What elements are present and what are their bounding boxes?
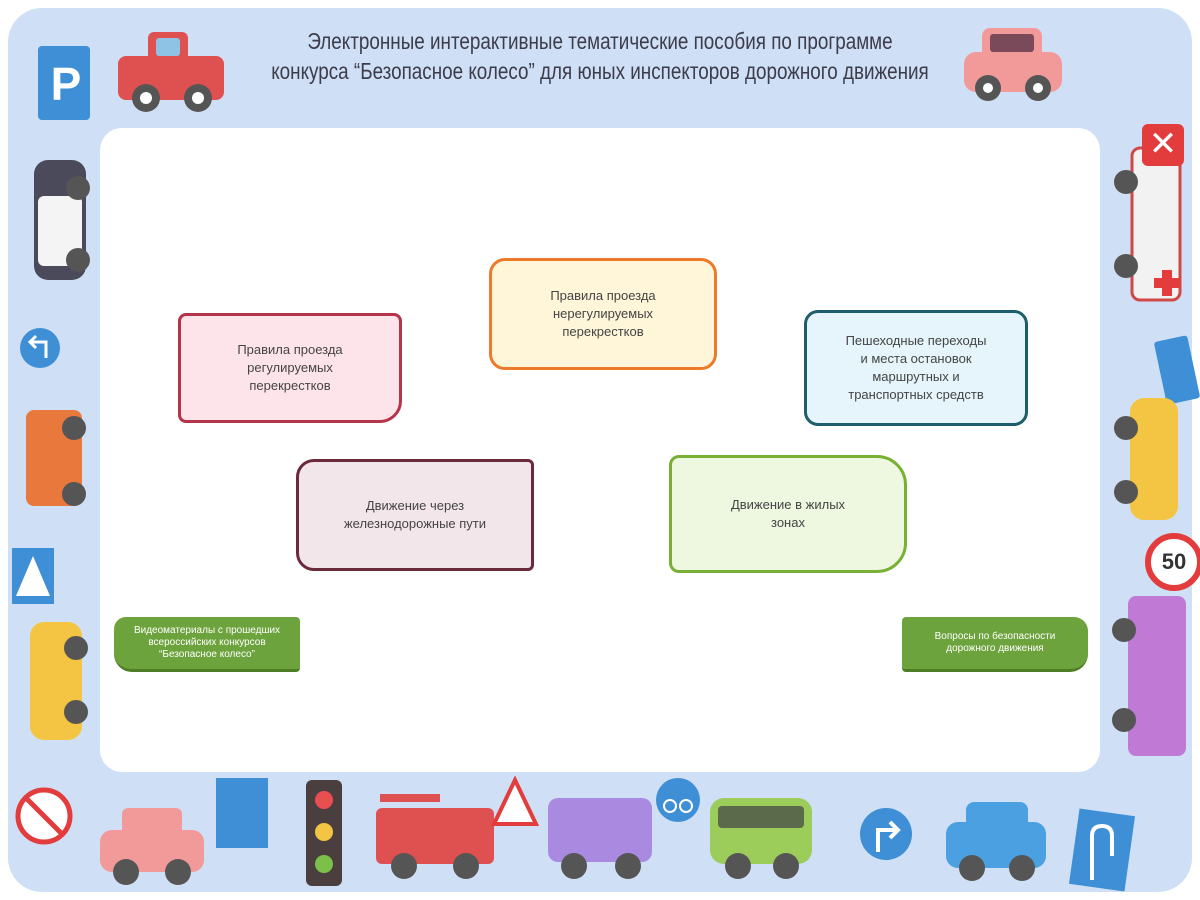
title-line-2: конкурса “Безопасное колесо” для юных ин… xyxy=(271,58,929,84)
close-button[interactable]: ✕ xyxy=(1142,124,1184,166)
topic-label: Движение в жилых зонах xyxy=(730,497,846,530)
ambulance-icon xyxy=(1114,146,1182,302)
safety-questions-button[interactable]: Вопросы по безопасности дорожного движен… xyxy=(902,617,1088,672)
turn-left-sign-icon xyxy=(20,328,60,368)
purple-van-icon xyxy=(1112,596,1186,756)
speed-limit-sign-icon xyxy=(1145,533,1200,591)
topic-unregulated-intersections[interactable]: Правила проезда нерегулируемых перекрест… xyxy=(489,258,717,370)
blue-car-icon xyxy=(946,802,1046,881)
turn-right-sign-icon xyxy=(860,808,912,860)
u-turn-sign-icon xyxy=(1068,808,1136,892)
safety-questions-label: Вопросы по безопасности дорожного движен… xyxy=(934,631,1056,654)
topic-pedestrian-crossings[interactable]: Пешеходные переходы и места остановок ма… xyxy=(804,310,1028,426)
speed-limit-label: 50 xyxy=(1161,549,1187,574)
content-board xyxy=(100,128,1100,772)
green-bus-icon xyxy=(710,798,812,879)
close-icon: ✕ xyxy=(1148,125,1178,163)
title-line-1: Электронные интерактивные тематические п… xyxy=(307,28,893,54)
pink-car-icon xyxy=(964,28,1062,101)
bottom-pink-car-icon xyxy=(100,808,204,885)
no-u-turn-sign-icon xyxy=(15,787,73,845)
page-title: Электронные интерактивные тематические п… xyxy=(108,26,1092,86)
fire-truck-icon xyxy=(376,794,494,879)
parking-sign-label: P xyxy=(50,58,82,110)
road-narrows-sign-icon xyxy=(490,775,540,826)
yellow-taxi-icon xyxy=(30,622,88,740)
topic-regulated-intersections[interactable]: Правила проезда регулируемых перекрестко… xyxy=(178,313,402,423)
topic-label: Пешеходные переходы и места остановок ма… xyxy=(845,333,987,402)
right-yellow-taxi-icon xyxy=(1114,398,1178,520)
topic-label: Правила проезда нерегулируемых перекрест… xyxy=(550,288,656,339)
parking-sign-icon xyxy=(38,46,90,120)
tow-truck-icon xyxy=(26,410,86,506)
bicycle-sign-icon xyxy=(656,778,700,822)
topic-label: Движение через железнодорожные пути xyxy=(343,498,487,531)
topic-label: Правила проезда регулируемых перекрестко… xyxy=(237,342,343,393)
underpass-sign-icon xyxy=(216,778,268,848)
video-materials-label: Видеоматериалы с прошедших всероссийских… xyxy=(133,625,281,660)
video-materials-button[interactable]: Видеоматериалы с прошедших всероссийских… xyxy=(114,617,300,672)
topic-railway-crossing[interactable]: Движение через железнодорожные пути xyxy=(296,459,534,571)
bottom-purple-van-icon xyxy=(548,798,652,879)
traffic-light-icon xyxy=(306,780,342,886)
bus-stop-sign-icon xyxy=(1154,335,1200,405)
pedestrian-crossing-sign-icon xyxy=(12,548,54,604)
topic-residential-zones[interactable]: Движение в жилых зонах xyxy=(669,455,907,573)
police-car-icon xyxy=(34,160,90,280)
red-truck-icon xyxy=(118,32,224,112)
